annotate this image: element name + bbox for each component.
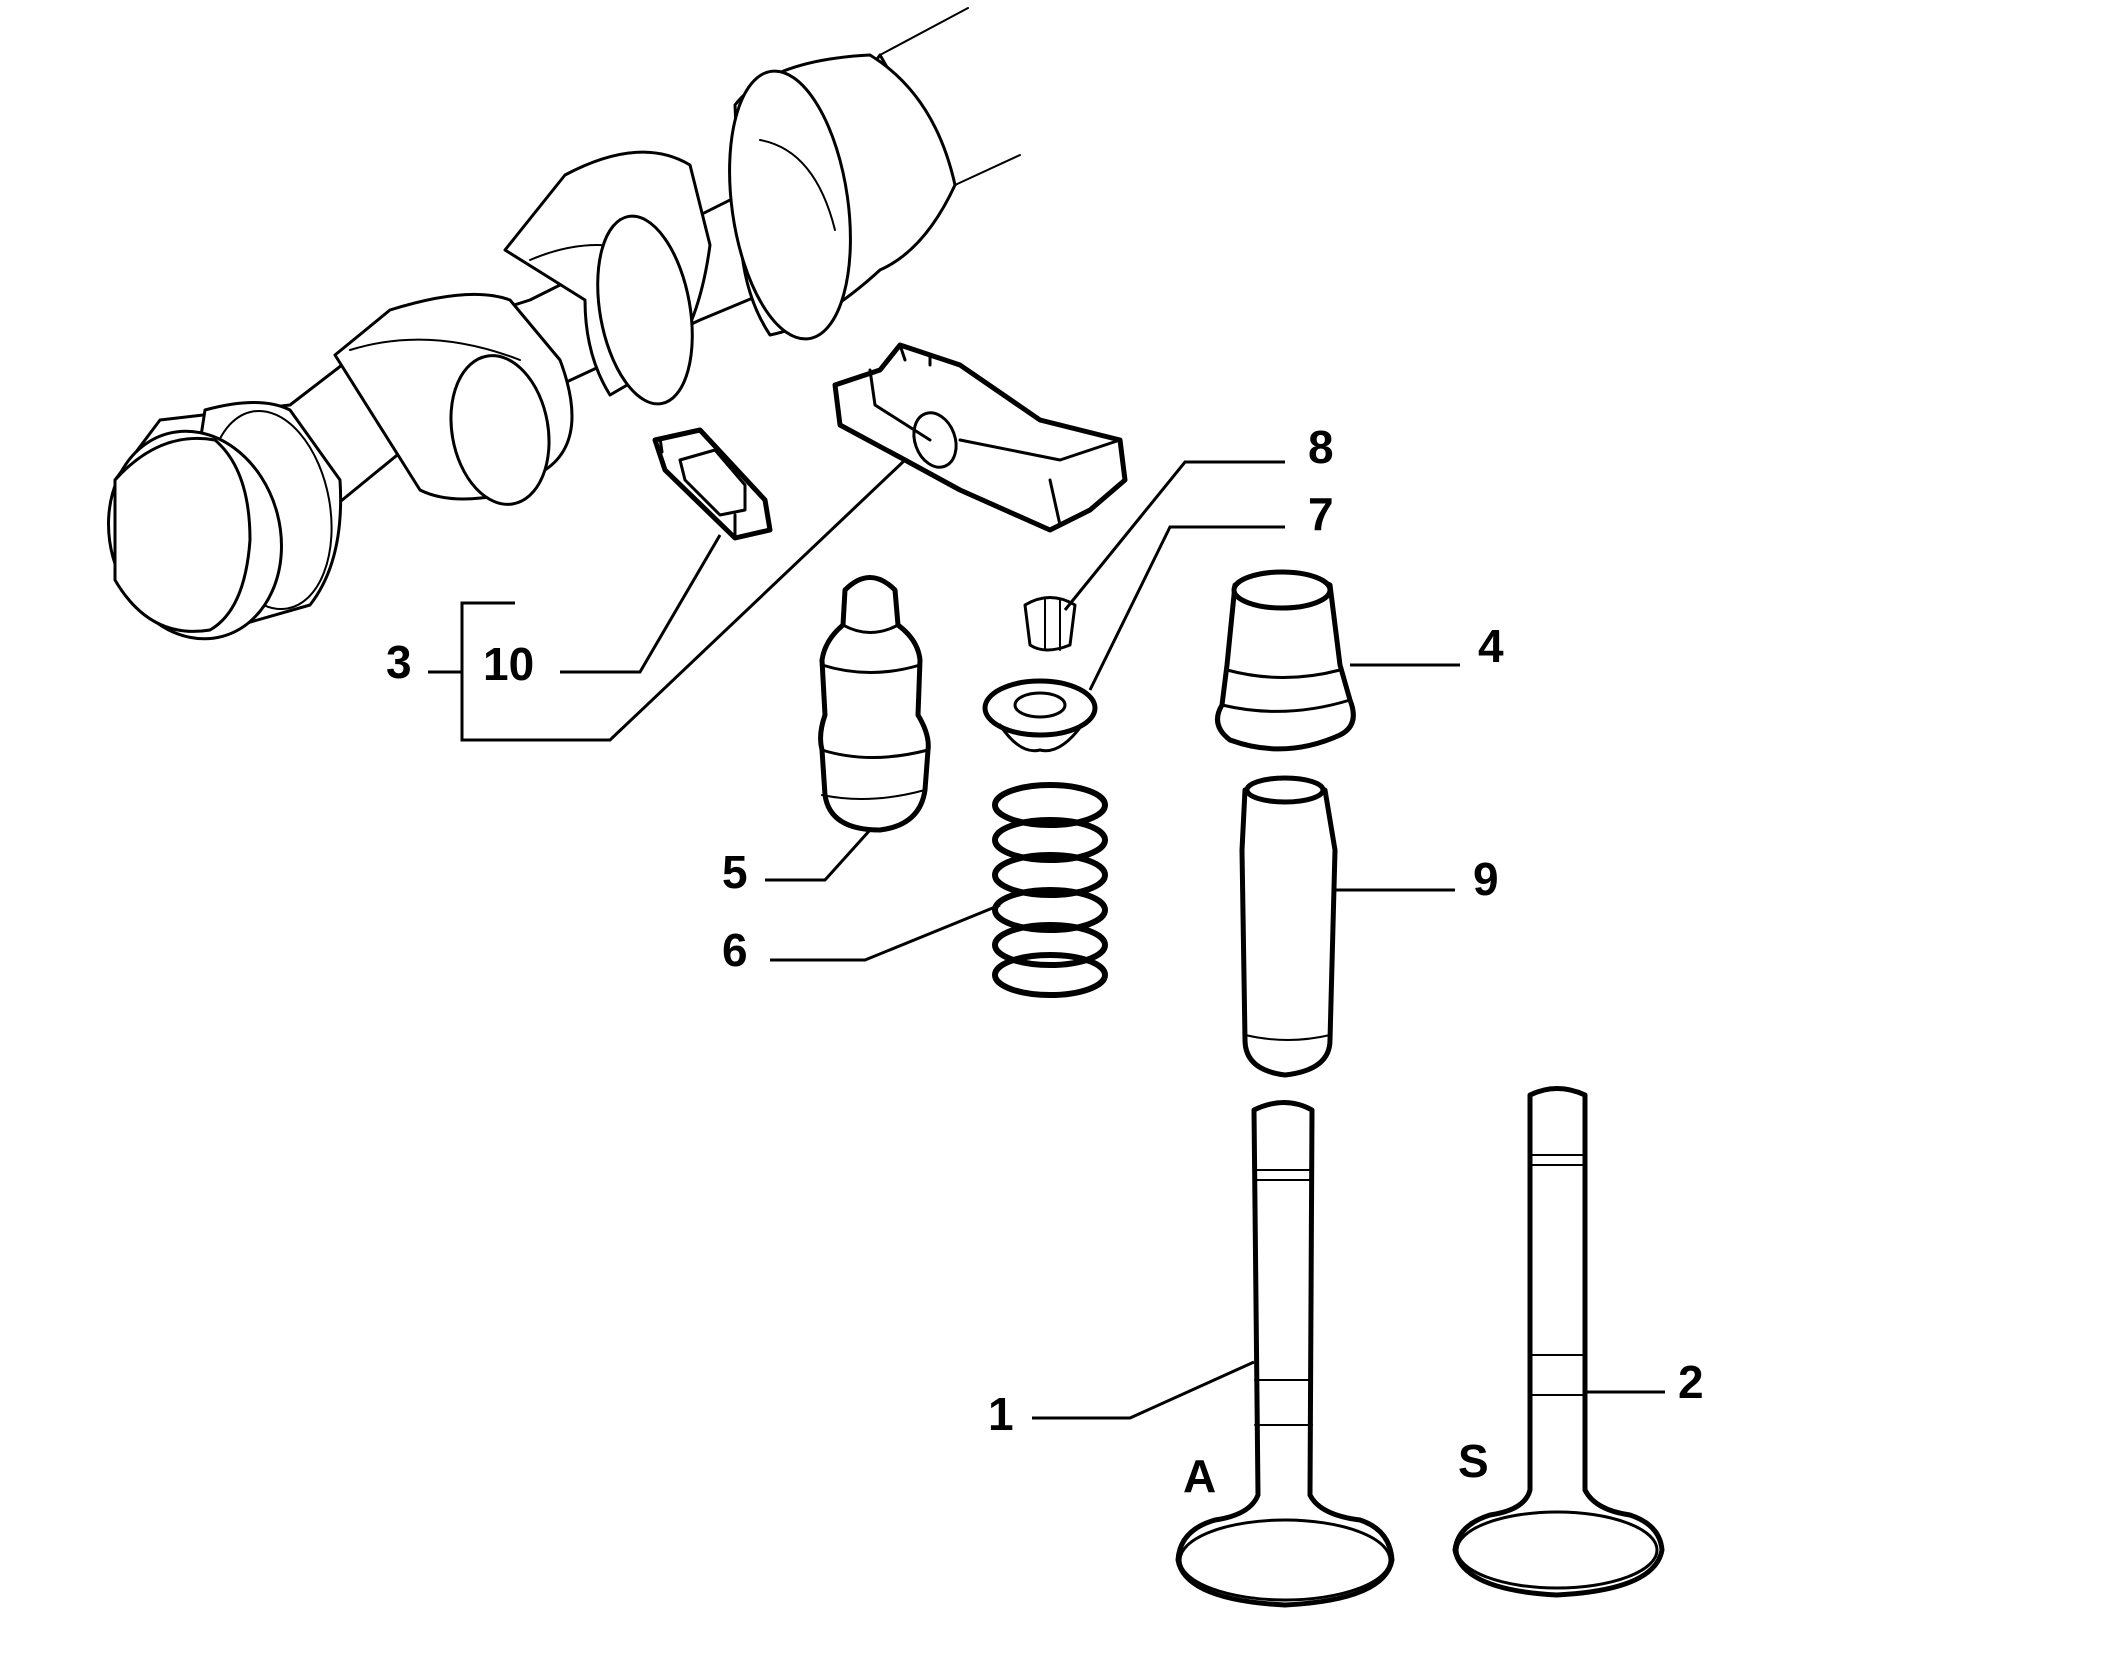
- callout-label-8: 8: [1308, 421, 1334, 473]
- callout-label-10: 10: [483, 638, 534, 690]
- callout-label-7: 7: [1308, 488, 1334, 540]
- callout-label-3: 3: [386, 636, 412, 688]
- valve-guide-part-9: [1239, 775, 1338, 1078]
- collet-part-8: [1023, 596, 1077, 652]
- spring-part-6: [992, 782, 1108, 998]
- callout-label-4: 4: [1478, 620, 1504, 672]
- callout-label-A: A: [1183, 1450, 1216, 1502]
- callout-label-9: 9: [1473, 853, 1499, 905]
- callout-label-6: 6: [722, 924, 748, 976]
- callout-label-2: 2: [1678, 1356, 1704, 1408]
- clip-part-10: [652, 427, 773, 541]
- callout-label-S: S: [1458, 1435, 1489, 1487]
- callout-label-1: 1: [988, 1388, 1014, 1440]
- camshaft-part: [107, 7, 1021, 641]
- stem-seal-part-4: [1215, 569, 1356, 752]
- callout-labels: 8 7 4 9 5 6 3 10 1 2 A S: [386, 421, 1704, 1502]
- retainer-part-7: [982, 678, 1098, 753]
- exhaust-valve-part-2: [1452, 1086, 1665, 1598]
- rocker-arm-part: [832, 342, 1128, 533]
- tappet-part-5: [818, 575, 931, 833]
- callout-label-5: 5: [722, 846, 748, 898]
- intake-valve-part-1: [1175, 1100, 1395, 1608]
- leader-lines: [428, 458, 1665, 1420]
